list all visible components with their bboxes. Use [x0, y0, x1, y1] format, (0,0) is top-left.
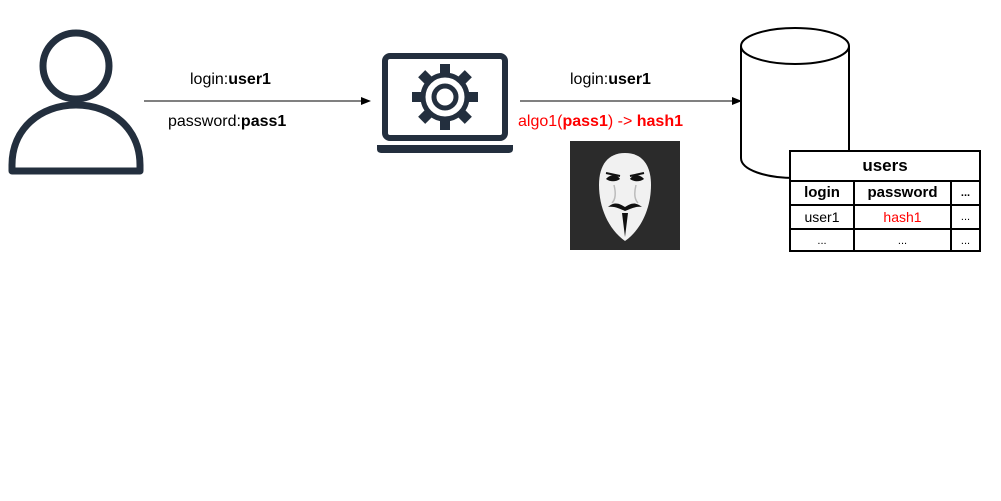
users-table-header: login password ...	[791, 182, 979, 206]
table-cell: ...	[960, 211, 971, 223]
left-login-prefix: login:	[190, 71, 229, 88]
table-cell: ...	[791, 230, 855, 250]
left-password-value: pass1	[240, 113, 287, 130]
table-cell: hash1	[855, 206, 952, 228]
table-cell: ...	[855, 230, 952, 250]
users-table-title: users	[791, 152, 979, 182]
left-login-label: login:user1	[190, 70, 271, 90]
anonymous-mask-icon	[599, 153, 651, 241]
left-login-value: user1	[228, 71, 271, 88]
laptop-gear-icon	[377, 53, 513, 153]
left-password-label: password:pass1	[168, 112, 286, 132]
database-icon	[740, 27, 850, 180]
table-cell: ...	[960, 235, 971, 247]
column-header: ...	[960, 187, 971, 199]
right-login-prefix: login:	[570, 71, 609, 88]
algo-mid: ) ->	[607, 113, 637, 130]
table-cell: user1	[791, 206, 855, 228]
algo-prefix: algo1(	[518, 113, 563, 130]
left-password-prefix: password:	[168, 113, 241, 130]
user-icon	[8, 29, 144, 175]
users-table: users login password ... user1 hash1 ...…	[789, 150, 981, 252]
right-login-value: user1	[608, 71, 651, 88]
table-row: ... ... ...	[791, 230, 979, 250]
algo-arg: pass1	[562, 113, 608, 130]
hash-algo-label: algo1(pass1) -> hash1	[518, 112, 683, 132]
algo-result: hash1	[636, 113, 683, 130]
column-header: login	[791, 182, 855, 204]
right-login-label: login:user1	[570, 70, 651, 90]
table-row: user1 hash1 ...	[791, 206, 979, 230]
column-header: password	[855, 182, 952, 204]
attacker-image	[570, 141, 680, 250]
